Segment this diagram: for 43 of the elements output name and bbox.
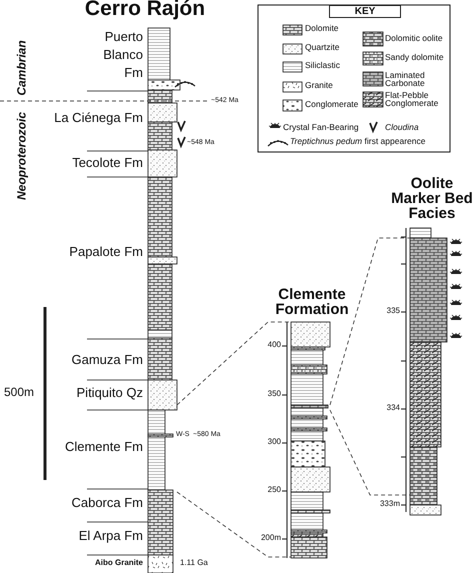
formation-label: La Ciénega Fm	[54, 111, 143, 126]
legend-label: Crystal Fan-Bearing	[283, 123, 359, 132]
formation-label: Gamuza Fm	[71, 353, 143, 368]
formation-label: Aibo Granite	[94, 559, 143, 568]
legend-label: Conglomerate	[305, 100, 358, 110]
axis-tick-label: 250	[268, 486, 281, 495]
stratigraphic-column	[410, 228, 448, 516]
formation-label: Puerto Blanco Fm	[102, 28, 143, 82]
legend-label: Sandy dolomite	[385, 53, 444, 62]
formation-label: Pitiquito Qz	[76, 386, 143, 400]
formation-label: Tecolote Fm	[72, 156, 143, 170]
formation-label: Clemente Fm	[64, 440, 143, 454]
axis-tick-label: 350	[268, 390, 281, 399]
legend-label: Siliclastic	[305, 61, 340, 70]
section-title: Clemente Formation	[274, 287, 350, 317]
axis-tick-label: 333m	[380, 500, 400, 509]
scale-label: 500m	[4, 386, 34, 400]
axis-tick-label: 200m	[260, 534, 281, 543]
section-title: Oolite Marker Bed Facies	[390, 176, 474, 221]
legend-label: Dolomite	[305, 24, 339, 34]
era-label: Cambrian	[15, 40, 29, 96]
formation-label: El Arpa Fm	[78, 529, 143, 544]
stratigraphic-column	[290, 322, 330, 558]
legend-label: Laminated Carbonate	[385, 71, 425, 87]
legend-label: Flat-Pebble Conglomerate	[385, 91, 440, 107]
key-heading: KEY	[329, 5, 401, 18]
axis-tick-label: 400	[268, 341, 281, 350]
axis-tick-label: 335	[386, 307, 400, 316]
era-label: Neoproterozoic	[15, 112, 29, 200]
age-label: 1.11 Ga	[180, 559, 208, 568]
axis-tick-label: 334	[386, 404, 400, 413]
legend-label: Quartzite	[305, 43, 340, 52]
axis-tick-label: 300	[268, 438, 281, 447]
zoom-line	[176, 322, 292, 406]
formation-label: Caborca Fm	[71, 496, 143, 510]
legend-label: Granite	[305, 81, 333, 90]
legend-label: Cloudina	[385, 123, 419, 132]
zoom-line	[330, 410, 410, 496]
formation-label: Papalote Fm	[69, 245, 143, 260]
zoom-line	[330, 238, 410, 406]
legend-label: Treptichnus pedum first appearence	[290, 137, 426, 146]
zoom-line	[176, 492, 292, 558]
legend-label: Dolomitic oolite	[385, 34, 443, 44]
